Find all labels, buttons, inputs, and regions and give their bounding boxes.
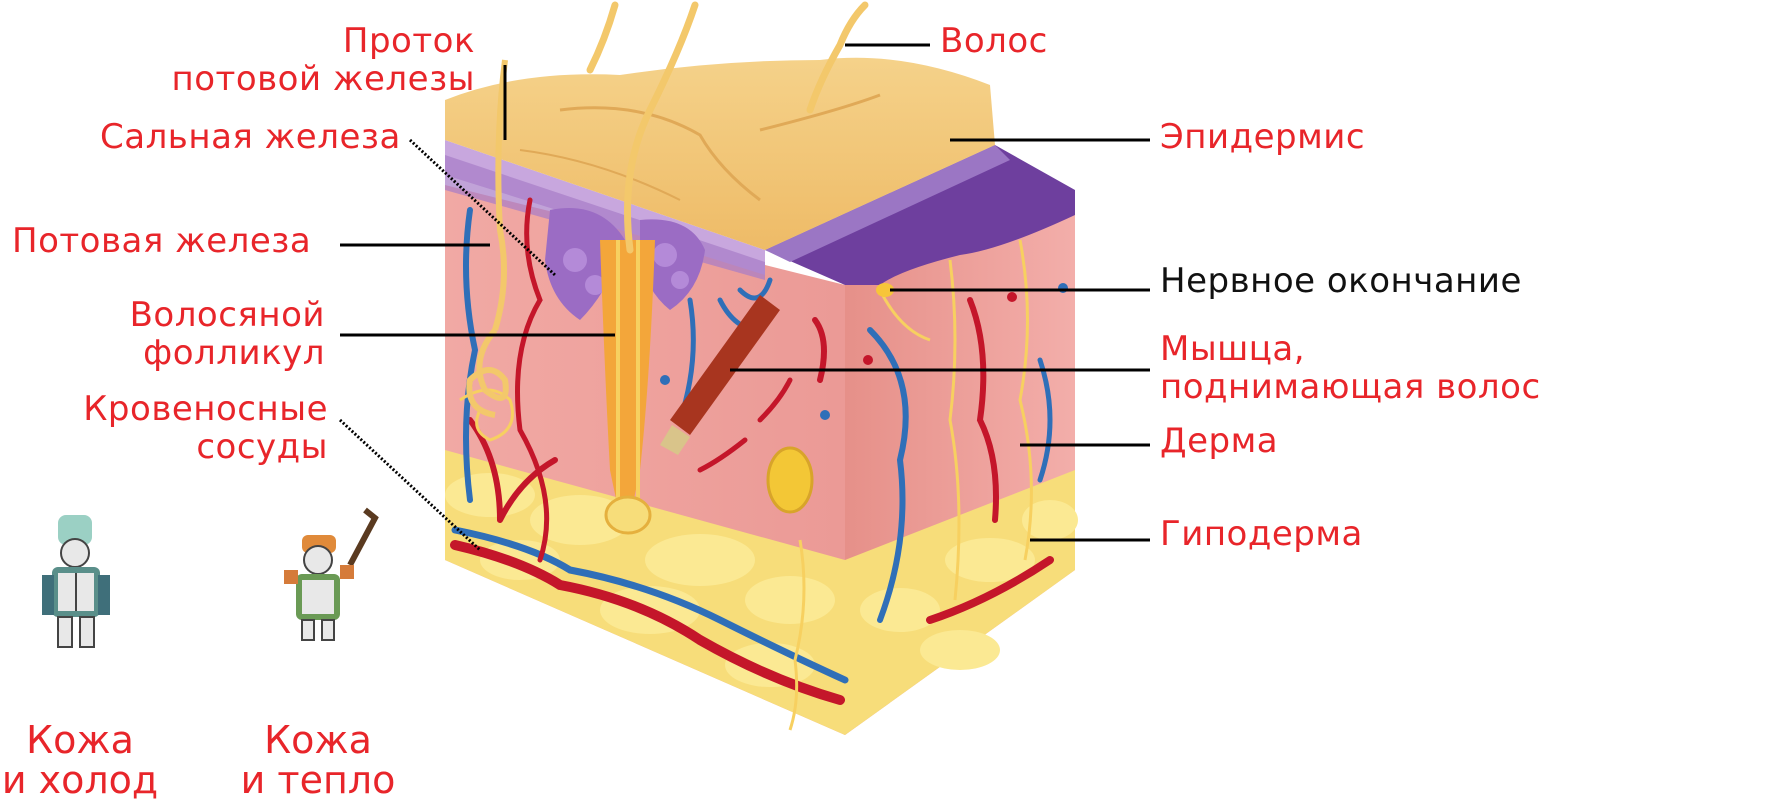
label-skin-warm-line2: и тепло <box>238 760 398 800</box>
label-skin-cold-line2: и холод <box>0 760 160 800</box>
label-arrector-muscle: Мышца, поднимающая волос <box>1160 330 1541 406</box>
label-epidermis: Эпидермис <box>1160 118 1365 156</box>
figure-cold <box>42 515 110 647</box>
label-blood-vessels: Кровеносные сосуды <box>40 390 328 466</box>
label-arrector-muscle-line1: Мышца, <box>1160 330 1541 368</box>
label-dermis: Дерма <box>1160 422 1278 460</box>
label-hair-follicle-line1: Волосяной <box>60 296 325 334</box>
label-sebaceous-gland: Сальная железа <box>100 118 401 156</box>
label-nerve-ending: Нервное окончание <box>1160 262 1522 300</box>
label-skin-warm: Кожа и тепло <box>238 720 398 800</box>
label-blood-vessels-line2: сосуды <box>40 428 328 466</box>
label-sweat-duct: Проток потовой железы <box>165 22 475 98</box>
label-hair-follicle-line2: фолликул <box>60 334 325 372</box>
label-skin-cold: Кожа и холод <box>0 720 160 800</box>
label-blood-vessels-line1: Кровеносные <box>40 390 328 428</box>
pacinian-corpuscle <box>768 448 812 512</box>
label-skin-warm-line1: Кожа <box>238 720 398 760</box>
label-hypodermis: Гиподерма <box>1160 515 1363 553</box>
label-sweat-duct-line2: потовой железы <box>165 60 475 98</box>
label-sweat-gland: Потовая железа <box>12 222 311 260</box>
label-sweat-duct-line1: Проток <box>165 22 475 60</box>
label-hair-follicle: Волосяной фолликул <box>60 296 325 372</box>
label-arrector-muscle-line2: поднимающая волос <box>1160 368 1541 406</box>
figure-warm <box>284 510 375 640</box>
label-hair: Волос <box>940 22 1048 60</box>
label-skin-cold-line1: Кожа <box>0 720 160 760</box>
